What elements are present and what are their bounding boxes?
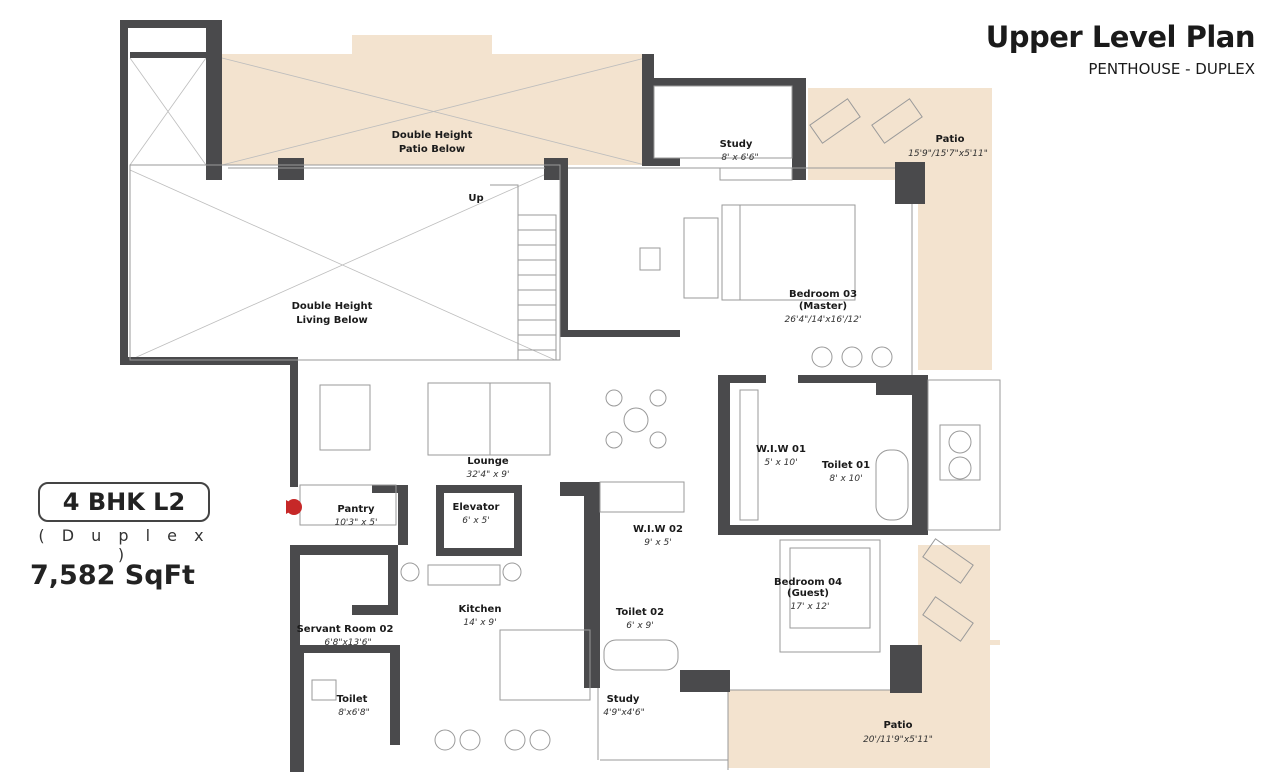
dim-wiw01: 5' x 10' [764,458,797,468]
dim-lounge: 32'4" x 9' [466,470,509,480]
dim-toilet02: 6' x 9' [626,621,653,631]
void-cross-living [129,57,556,361]
label-toilet02: Toilet 02 [616,607,664,618]
plan-title: Upper Level Plan [985,20,1256,54]
dim-kitchen: 14' x 9' [463,618,496,628]
room-labels: Double Height Patio Below Double Height … [292,130,988,745]
dim-bedroom03: 26'4"/14'x16'/12' [785,315,862,325]
dim-study-top: 8' x 6'6" [721,153,758,163]
label-toilet01: Toilet 01 [822,460,870,471]
label-servant: Servant Room 02 [297,624,394,635]
label-kitchen: Kitchen [459,604,502,615]
dim-bedroom04: 17' x 12' [791,602,830,612]
label-bedroom04-sub: (Guest) [787,588,829,599]
thin-outlines [129,85,1001,770]
label-bedroom03-sub: (Master) [799,301,847,312]
patio-bottom-rect [728,690,990,768]
config-badge: 4 BHK L2 [38,482,210,522]
label-pantry: Pantry [337,504,375,515]
patio-side-rect [918,545,990,695]
dim-study-bottom: 4'9"x4'6" [603,708,644,718]
dim-servant: 6'8"x13'6" [324,638,371,648]
label-lounge: Lounge [467,456,509,467]
dim-elevator: 6' x 5' [462,516,489,526]
label-dh-patio-1: Double Height [392,130,473,141]
label-elevator: Elevator [453,502,500,513]
double-height-patio-area [222,35,645,165]
total-area: 7,582 SqFt [30,560,195,591]
dim-toilet01: 8' x 10' [829,474,862,484]
label-wiw01: W.I.W 01 [756,444,806,455]
plan-subtitle: PENTHOUSE - DUPLEX [1088,60,1255,78]
label-wiw02: W.I.W 02 [633,524,683,535]
entry-marker [286,499,302,515]
label-dh-patio-2: Patio Below [399,144,465,155]
dim-wiw02: 9' x 5' [644,538,671,548]
label-dh-living-2: Living Below [296,315,367,326]
label-bedroom04: Bedroom 04 [774,577,842,588]
walls [120,20,928,772]
unit-type: ( D u p l e x ) [38,526,210,564]
label-study-bottom: Study [607,694,640,705]
staircase [490,184,557,361]
furniture [311,98,981,751]
dim-patio-bottom: 20'/11'9"x5'11" [863,735,933,745]
patio-top-area [808,88,992,370]
label-patio-top: Patio [936,134,965,145]
label-bedroom03: Bedroom 03 [789,289,857,300]
label-up: Up [468,193,483,204]
label-patio-bottom: Patio [884,720,913,731]
label-study-top: Study [720,139,753,150]
void-cross-patio [221,57,646,166]
dim-patio-top: 15'9"/15'7"x5'11" [908,149,988,159]
label-dh-living-1: Double Height [292,301,373,312]
label-toilet: Toilet [337,694,368,705]
dim-pantry: 10'3" x 5' [334,518,377,528]
dim-toilet: 8'x6'8" [338,708,370,718]
